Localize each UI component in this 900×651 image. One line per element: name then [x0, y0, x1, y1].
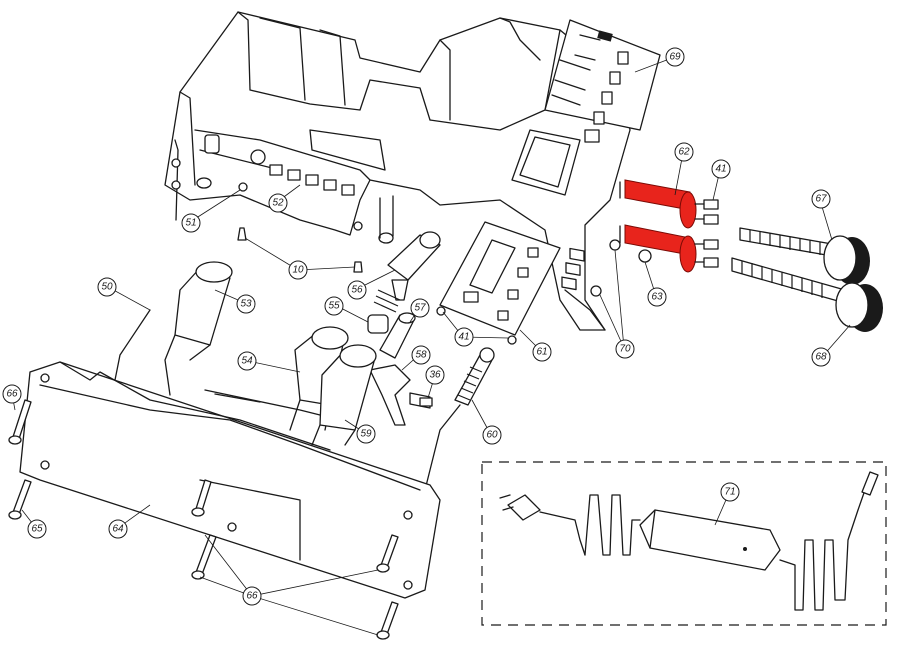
- base-panel-64: [19, 361, 441, 599]
- svg-text:60: 60: [486, 430, 498, 441]
- callout-52: 52: [268, 193, 288, 213]
- pump-59: [311, 344, 377, 446]
- pump-53: [164, 261, 233, 396]
- svg-text:52: 52: [272, 198, 284, 209]
- svg-text:54: 54: [241, 356, 253, 367]
- fitting-60: [424, 347, 495, 491]
- power-adapter-box: [481, 461, 887, 626]
- svg-text:62: 62: [678, 147, 690, 158]
- control-board-61: [436, 221, 561, 345]
- main-housing: [164, 11, 631, 331]
- svg-text:71: 71: [724, 487, 735, 498]
- screw-set: [8, 227, 433, 640]
- callout-66-left: 66: [2, 384, 22, 404]
- svg-text:36: 36: [429, 370, 441, 381]
- callout-51: 51: [181, 213, 201, 233]
- svg-text:64: 64: [112, 524, 124, 535]
- callout-66-bottom: 66: [242, 586, 262, 606]
- callout-53: 53: [236, 294, 256, 314]
- svg-text:66: 66: [6, 389, 18, 400]
- svg-text:69: 69: [669, 52, 681, 63]
- callout-56: 56: [347, 280, 367, 300]
- callout-71: 71: [720, 482, 740, 502]
- svg-text:66: 66: [246, 591, 258, 602]
- callout-10: 10: [288, 260, 308, 280]
- callout-70: 70: [615, 339, 635, 359]
- svg-text:10: 10: [292, 265, 304, 276]
- callout-64: 64: [108, 519, 128, 539]
- callout-65: 65: [27, 519, 47, 539]
- svg-text:55: 55: [328, 301, 340, 312]
- callout-69: 69: [665, 47, 685, 67]
- callout-60: 60: [482, 425, 502, 445]
- callout-41-lower: 41: [454, 327, 474, 347]
- callout-55: 55: [324, 296, 344, 316]
- callout-59: 59: [356, 424, 376, 444]
- roller-assembly-62: [590, 179, 719, 297]
- svg-text:41: 41: [715, 164, 726, 175]
- callout-67: 67: [811, 189, 831, 209]
- svg-text:56: 56: [351, 285, 363, 296]
- callout-61: 61: [532, 342, 552, 362]
- callout-54: 54: [237, 351, 257, 371]
- svg-text:61: 61: [536, 347, 547, 358]
- motor-56: [367, 231, 441, 334]
- svg-text:59: 59: [360, 429, 372, 440]
- svg-text:41: 41: [458, 332, 469, 343]
- callout-41: 41: [711, 159, 731, 179]
- callout-36: 36: [425, 365, 445, 385]
- svg-text:58: 58: [415, 350, 427, 361]
- svg-text:53: 53: [240, 299, 252, 310]
- adjustment-screw-68: [731, 257, 883, 332]
- svg-text:57: 57: [414, 303, 426, 314]
- bracket-58: [369, 364, 431, 426]
- callout-50: 50: [97, 277, 117, 297]
- callout-58: 58: [411, 345, 431, 365]
- svg-text:63: 63: [651, 292, 663, 303]
- callout-57: 57: [410, 298, 430, 318]
- svg-text:51: 51: [185, 218, 196, 229]
- callout-68: 68: [811, 347, 831, 367]
- callout-63: 63: [647, 287, 667, 307]
- svg-text:68: 68: [815, 352, 827, 363]
- adjustment-screw-67: [739, 227, 870, 285]
- callout-62: 62: [674, 142, 694, 162]
- callout-layer: 69 62 41 67 68 63 70 51 52 10 50 53 56 5…: [2, 47, 851, 636]
- svg-text:67: 67: [815, 194, 827, 205]
- control-label-card: [544, 19, 661, 131]
- svg-text:65: 65: [31, 524, 43, 535]
- svg-text:50: 50: [101, 282, 113, 293]
- svg-text:70: 70: [619, 344, 631, 355]
